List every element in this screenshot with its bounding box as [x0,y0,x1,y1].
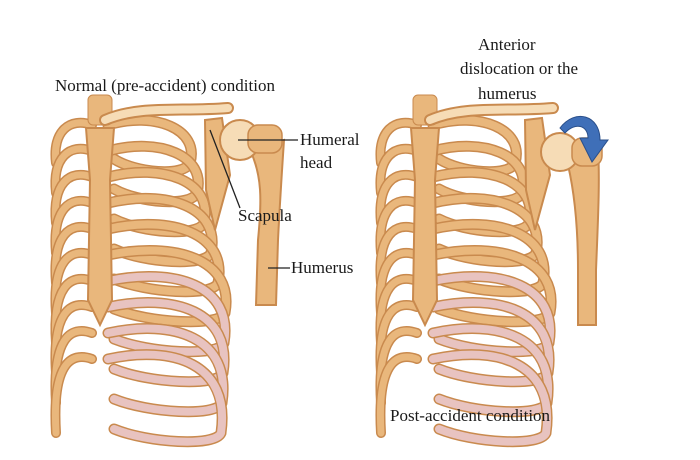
normal-ribcage-sternum [84,127,116,328]
dislocated-ribcage-sternum [409,127,441,328]
normal-ribcage-rib-left [51,353,96,437]
anterior-dislocation-label-3: humerus [478,84,537,103]
normal-ribcage-rib-left [51,171,96,227]
normal-ribcage-clavicle [101,104,232,124]
normal-ribcage-rib-right [104,350,227,446]
normal-humerus [248,138,286,306]
dislocated-ribcage-rib-left [376,119,421,167]
humerus-label: Humerus [291,258,354,277]
normal-ribcage-rib-left [51,119,96,167]
humeral-head-label-2: head [300,153,333,172]
normal-ribcage-rib-left [51,145,96,197]
dislocated-ribcage-rib-left [376,145,421,197]
anterior-dislocation-label: Anterior [478,35,536,54]
humeral-head-label: Humeral [300,130,360,149]
dislocation-arrow-icon [559,116,609,163]
normal-condition-title: Normal (pre-accident) condition [55,76,275,95]
scapula-leader [209,129,241,209]
normal-tuberosity [247,124,283,154]
anterior-dislocation-label-2: dislocation or the [460,59,579,78]
dislocated-ribcage-rib-left [376,353,421,437]
dislocated-ribcage-rib-right [429,350,552,446]
dislocated-humerus [566,146,600,326]
post-condition-title: Post-accident condition [390,406,551,425]
dislocated-ribcage-clavicle [426,104,557,124]
dislocated-ribcage-rib-left [376,171,421,227]
scapula-label: Scapula [238,206,292,225]
